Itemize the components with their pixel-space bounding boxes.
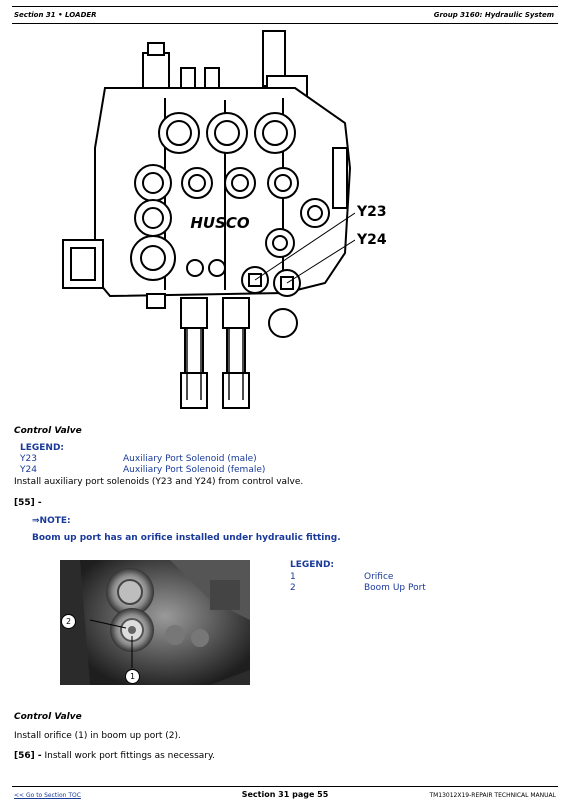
footer-page-number: Section 31 page 55: [241, 790, 329, 799]
note-text: Boom up port has an orifice installed un…: [32, 533, 341, 543]
legend1-title: LEGEND:: [20, 443, 65, 453]
step-56: [56] - Install work port fittings as nec…: [14, 751, 215, 761]
legend1-value-2: Auxiliary Port Solenoid (female): [123, 465, 266, 475]
callout-2: 2: [61, 614, 76, 629]
legend2-title: LEGEND:: [290, 560, 335, 570]
instruction-2: Install orifice (1) in boom up port (2).: [14, 731, 181, 741]
footer-rule: [12, 786, 558, 787]
husco-brand-label: HUSCO: [190, 214, 250, 232]
control-valve-diagram: HUSCO: [62, 30, 355, 409]
callout-1: 1: [125, 669, 140, 684]
footer-manual-title: TM13012X19-REPAIR TECHNICAL MANUAL: [429, 792, 556, 799]
step-56-text: Install work port fittings as necessary.: [44, 751, 215, 761]
instruction-1: Install auxiliary port solenoids (Y23 an…: [14, 477, 304, 487]
header-group-title: Group 3160: Hydraulic System: [433, 11, 554, 19]
boom-up-port-photo: [60, 560, 250, 685]
step-55-label: [55] -: [14, 498, 42, 508]
legend1-key-1: Y23: [20, 454, 37, 464]
header-section-title: Section 31 • LOADER: [14, 11, 97, 19]
legend1-value-1: Auxiliary Port Solenoid (male): [123, 454, 257, 464]
figure2-caption: Control Valve: [14, 712, 82, 722]
legend1-key-2: Y24: [20, 465, 37, 475]
step-56-label: [56] -: [14, 751, 42, 761]
callout-y24: Y24: [357, 232, 387, 248]
header-top-rule: [12, 6, 558, 7]
header-bottom-rule: [12, 23, 558, 24]
go-to-section-toc-link[interactable]: << Go to Section TOC: [14, 792, 81, 799]
figure1-caption: Control Valve: [14, 426, 82, 436]
legend2-value-1: Orifice: [364, 572, 394, 582]
legend2-key-2: 2: [290, 583, 296, 593]
callout-y23: Y23: [357, 204, 387, 220]
legend2-value-2: Boom Up Port: [364, 583, 426, 593]
legend2-key-1: 1: [290, 572, 296, 582]
note-label: ⇒NOTE:: [32, 516, 71, 526]
